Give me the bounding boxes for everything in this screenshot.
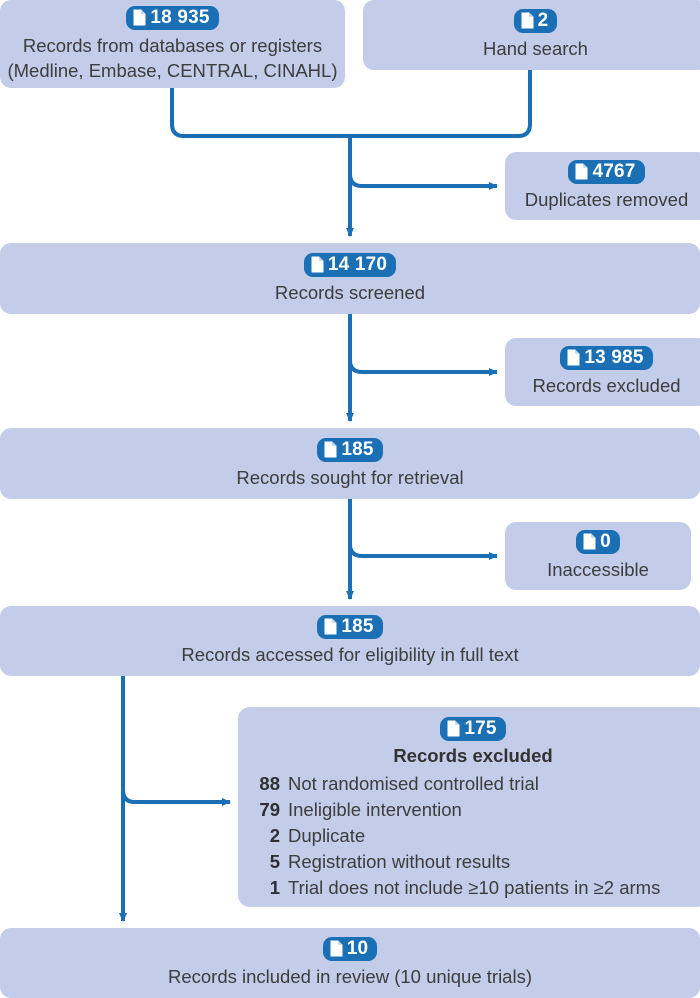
- badge-count: 2: [537, 10, 549, 31]
- node-label: Inaccessible: [547, 559, 649, 580]
- badge-count: 13 985: [584, 347, 644, 368]
- badge-count: 175: [464, 718, 497, 739]
- node-records-screened: 14 170 Records screened: [0, 243, 700, 314]
- node-label: Records sought for retrieval: [236, 466, 464, 488]
- badge-count: 14 170: [327, 253, 388, 275]
- node-label: Records from databases or registers (Med…: [7, 34, 338, 81]
- badge-count: 185: [341, 616, 374, 637]
- document-icon: [133, 9, 146, 25]
- badge-records-sought: 185: [317, 437, 383, 462]
- badge-count: 185: [341, 438, 374, 460]
- connector-databases-to-trunk: [170, 88, 350, 138]
- document-icon: [311, 256, 324, 272]
- list-item: 1 Trial does not include ≥10 patients in…: [248, 875, 698, 901]
- reason-text: Registration without results: [288, 851, 511, 872]
- badge-hand-search: 2: [513, 9, 558, 33]
- node-records-accessed-for-eligibility: 185 Records accessed for eligibility in …: [0, 606, 700, 676]
- list-item: 5 Registration without results: [248, 849, 698, 875]
- badge-records-excluded-detail: 175: [440, 717, 506, 741]
- node-label: Records accessed for eligibility in full…: [181, 644, 519, 665]
- reason-text: Duplicate: [288, 825, 366, 846]
- badge-records-included: 10: [322, 937, 378, 961]
- reason-text: Trial does not include ≥10 patients in ≥…: [288, 877, 661, 898]
- node-label: Hand search: [483, 38, 588, 59]
- list-item: 88 Not randomised controlled trial: [248, 771, 698, 797]
- document-icon: [447, 720, 460, 737]
- node-inaccessible: 0 Inaccessible: [505, 522, 691, 590]
- node-label: Records included in review (10 unique tr…: [167, 966, 532, 987]
- badge-count: 10: [346, 938, 369, 959]
- reason-count: 79: [259, 799, 280, 820]
- node-records-excluded-screened: 13 985 Records excluded: [505, 338, 700, 406]
- document-icon: [324, 618, 337, 635]
- reason-count: 2: [269, 825, 280, 846]
- document-icon: [521, 12, 534, 29]
- node-records-excluded-detail: 175 Records excluded 88 Not randomised c…: [238, 707, 700, 907]
- document-icon: [575, 163, 588, 180]
- badge-records-accessed: 185: [317, 615, 383, 639]
- node-label: Duplicates removed: [524, 189, 689, 210]
- node-hand-search: 2 Hand search: [363, 0, 700, 70]
- badge-records-from-databases: 18 935: [126, 5, 219, 30]
- node-label: Records screened: [274, 281, 426, 303]
- node-duplicates-removed: 4767 Duplicates removed: [505, 152, 700, 220]
- node-label: Records excluded: [532, 375, 681, 396]
- list-item: 79 Ineligible intervention: [248, 797, 698, 823]
- reason-count: 5: [269, 851, 280, 872]
- document-icon: [567, 349, 580, 366]
- connector-handsearch-to-trunk: [350, 70, 532, 138]
- node-records-included-in-review: 10 Records included in review (10 unique…: [0, 928, 700, 998]
- node-records-from-databases: 18 935 Records from databases or registe…: [0, 0, 345, 88]
- node-records-sought-for-retrieval: 185 Records sought for retrieval: [0, 428, 700, 499]
- badge-inaccessible: 0: [576, 530, 620, 554]
- reason-text: Not randomised controlled trial: [288, 773, 539, 794]
- reason-count: 88: [259, 773, 280, 794]
- connector-trunk-to-duplicates: [348, 173, 498, 190]
- document-icon: [583, 533, 596, 550]
- badge-count: 18 935: [150, 6, 210, 28]
- excluded-title: Records excluded: [393, 745, 553, 766]
- badge-duplicates-removed: 4767: [568, 160, 645, 184]
- reason-count: 1: [269, 877, 280, 898]
- badge-records-screened: 14 170: [303, 252, 397, 277]
- badge-count: 4767: [592, 161, 636, 182]
- connector-sought-to-inaccessible: [348, 543, 498, 560]
- badge-records-excluded-screened: 13 985: [560, 346, 653, 370]
- list-item: 2 Duplicate: [248, 823, 698, 849]
- exclusion-reason-list: 88 Not randomised controlled trial 79 In…: [238, 771, 700, 901]
- badge-count: 0: [600, 531, 611, 552]
- document-icon: [330, 940, 343, 957]
- connector-accessed-to-excluded-detail: [121, 789, 231, 806]
- reason-text: Ineligible intervention: [288, 799, 462, 820]
- document-icon: [324, 441, 337, 457]
- connector-screened-to-excluded: [348, 359, 498, 376]
